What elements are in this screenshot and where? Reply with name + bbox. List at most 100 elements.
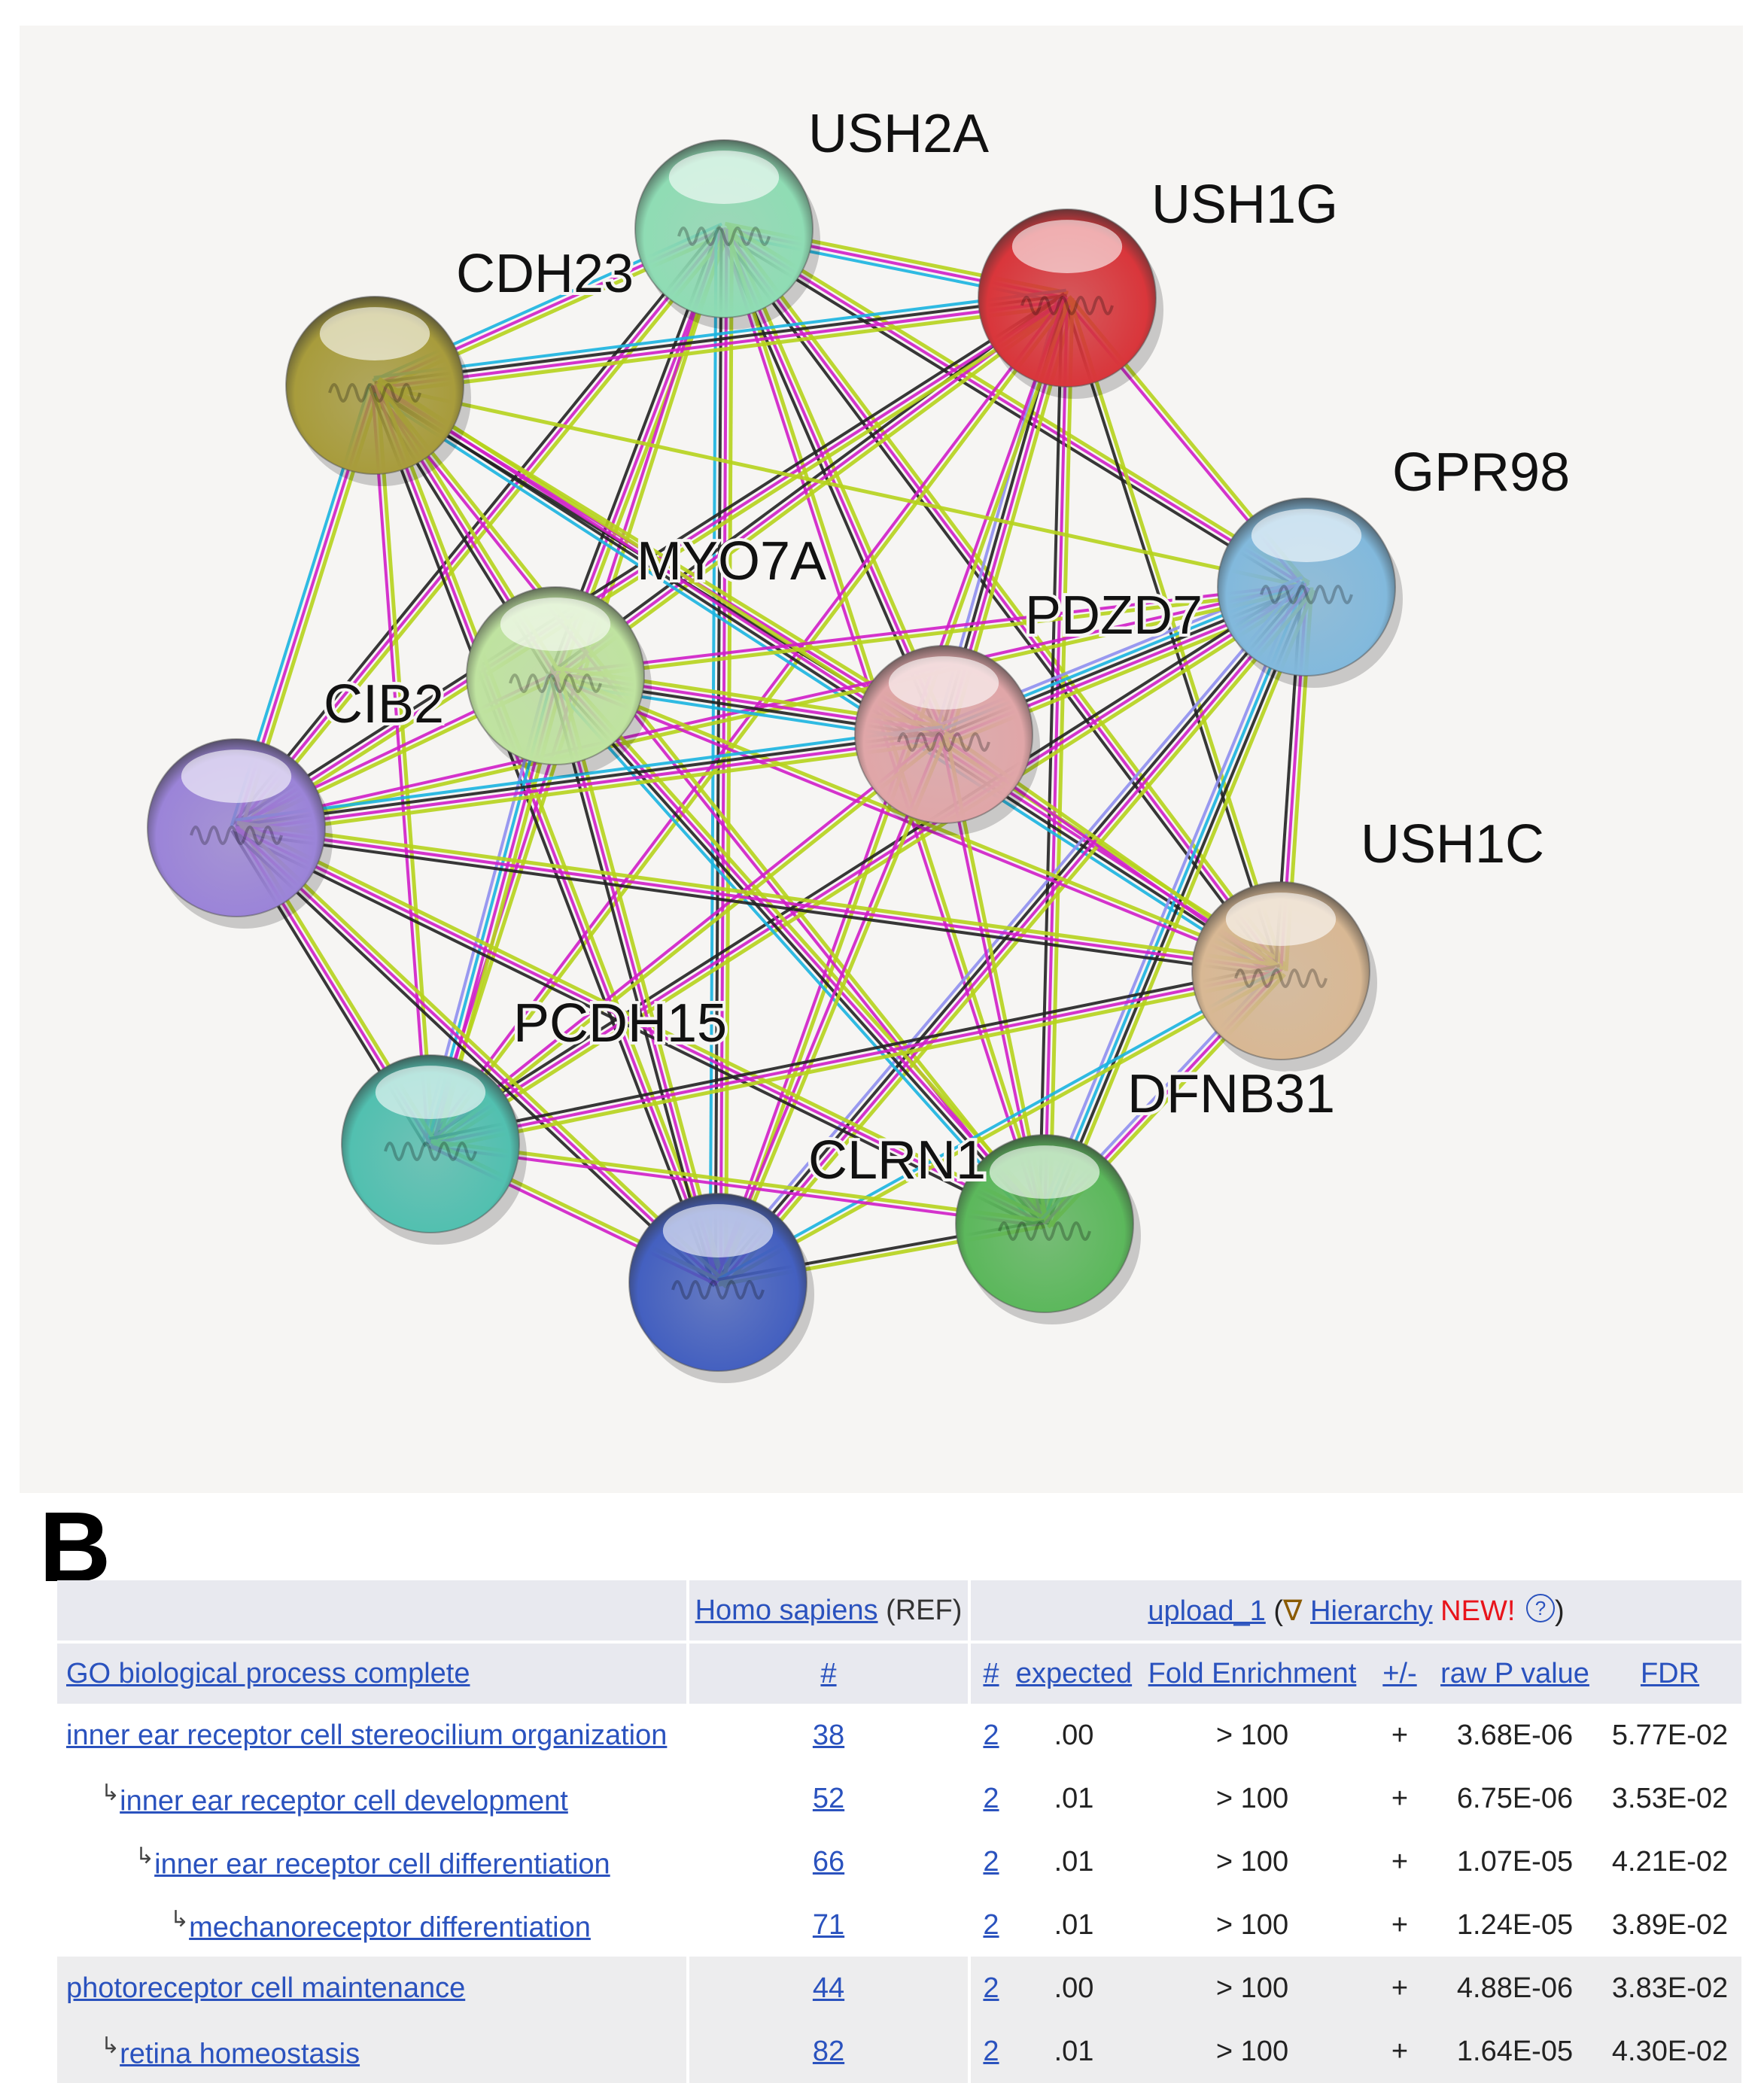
experimental-edge[interactable] <box>236 735 944 832</box>
experimental-edge[interactable] <box>235 227 725 829</box>
node-clrn1[interactable] <box>628 1193 814 1383</box>
sort-upload-count[interactable]: # <box>983 1657 999 1689</box>
upload-count-link[interactable]: 2 <box>983 1908 999 1941</box>
hierarchy-link[interactable]: Hierarchy <box>1310 1595 1433 1627</box>
textmining-edge[interactable] <box>727 226 950 734</box>
coexpression-edge[interactable] <box>429 964 1281 1141</box>
node-ush1g[interactable] <box>978 208 1163 399</box>
coexpression-edge[interactable] <box>1045 587 1311 1226</box>
experimental-edge[interactable] <box>427 295 1066 1144</box>
textmining-edge[interactable] <box>557 300 1072 682</box>
sort-expected[interactable]: expected <box>1015 1657 1133 1689</box>
coexpression-edge[interactable] <box>552 676 1044 1227</box>
textmining-edge[interactable] <box>239 230 730 832</box>
textmining-edge[interactable] <box>238 300 1072 835</box>
coexpression-edge[interactable] <box>231 224 722 826</box>
sort-fdr[interactable]: FDR <box>1640 1657 1700 1689</box>
sort-raw-p[interactable]: raw P value <box>1440 1657 1589 1689</box>
experimental-edge[interactable] <box>722 227 1308 588</box>
sort-fold-enrichment[interactable]: Fold Enrichment <box>1148 1657 1357 1689</box>
textmining-edge[interactable] <box>432 589 1311 1151</box>
node-ush1c[interactable] <box>1191 881 1377 1072</box>
textmining-edge[interactable] <box>559 669 1052 1220</box>
experimental-edge[interactable] <box>429 585 1308 1145</box>
database-edge[interactable] <box>373 288 1066 379</box>
coexpression-edge[interactable] <box>235 831 1281 978</box>
upload-count-link[interactable]: 2 <box>983 1782 999 1814</box>
database-edge[interactable] <box>1040 585 1306 1224</box>
experimental-edge[interactable] <box>719 587 1310 1285</box>
homology-edge[interactable] <box>1036 583 1301 1221</box>
coexpression-edge[interactable] <box>720 232 1305 593</box>
ref-count-link[interactable]: 44 <box>812 1972 845 2004</box>
ref-count-link[interactable]: 38 <box>812 1719 845 1751</box>
textmining-edge[interactable] <box>718 971 1283 1287</box>
sort-go-process[interactable]: GO biological process complete <box>66 1657 470 1689</box>
experimental-edge[interactable] <box>427 731 944 1143</box>
textmining-edge[interactable] <box>375 385 435 1144</box>
textmining-edge[interactable] <box>378 382 725 1282</box>
experimental-edge[interactable] <box>370 385 430 1145</box>
experimental-edge[interactable] <box>373 385 719 1283</box>
experimental-edge[interactable] <box>236 826 1045 1225</box>
node-myo7a[interactable] <box>466 586 652 777</box>
textmining-edge[interactable] <box>1050 589 1316 1227</box>
upload-count-link[interactable]: 2 <box>983 1972 999 2004</box>
textmining-edge[interactable] <box>718 734 948 1285</box>
node-cdh23[interactable] <box>285 296 471 486</box>
experimental-edge[interactable] <box>430 1145 1045 1228</box>
upload-count-link[interactable]: 2 <box>983 1719 999 1751</box>
textmining-edge[interactable] <box>430 1139 1045 1224</box>
coexpression-edge[interactable] <box>718 231 1279 975</box>
coexpression-edge[interactable] <box>1038 297 1064 1224</box>
database-edge[interactable] <box>370 391 1278 979</box>
coexpression-edge[interactable] <box>236 730 944 827</box>
upload-count-link[interactable]: 2 <box>983 2035 999 2067</box>
textmining-edge[interactable] <box>555 671 1283 971</box>
textmining-edge[interactable] <box>236 820 1282 968</box>
upload-link[interactable]: upload_1 <box>1148 1595 1266 1627</box>
coexpression-edge[interactable] <box>231 830 716 1288</box>
textmining-edge[interactable] <box>237 821 1048 1221</box>
textmining-edge[interactable] <box>430 298 1071 1147</box>
database-edge[interactable] <box>716 967 1281 1282</box>
go-term-link[interactable]: inner ear receptor cell stereocilium org… <box>66 1719 668 1751</box>
experimental-edge[interactable] <box>554 296 1069 677</box>
textmining-edge[interactable] <box>555 587 1307 680</box>
textmining-edge[interactable] <box>239 823 723 1280</box>
go-term-link[interactable]: inner ear receptor cell development <box>120 1785 568 1817</box>
textmining-edge[interactable] <box>237 740 945 838</box>
coexpression-edge[interactable] <box>368 386 715 1285</box>
textmining-edge[interactable] <box>376 303 1069 395</box>
textmining-edge[interactable] <box>1048 298 1075 1224</box>
database-edge[interactable] <box>235 725 943 822</box>
experimental-edge[interactable] <box>713 732 943 1282</box>
experimental-edge[interactable] <box>722 228 945 735</box>
experimental-edge[interactable] <box>236 826 1282 972</box>
ref-count-link[interactable]: 82 <box>812 2035 845 2067</box>
experimental-edge[interactable] <box>235 826 719 1284</box>
experimental-edge[interactable] <box>722 227 1282 972</box>
experimental-edge[interactable] <box>555 582 1306 675</box>
coexpression-edge[interactable] <box>427 581 1305 1141</box>
experimental-edge[interactable] <box>553 677 1281 975</box>
upload-count-link[interactable]: 2 <box>983 1845 999 1878</box>
ref-count-link[interactable]: 66 <box>812 1845 845 1878</box>
help-icon[interactable]: ? <box>1525 1593 1555 1622</box>
coexpression-edge[interactable] <box>551 292 1066 673</box>
ref-count-link[interactable]: 71 <box>812 1908 845 1941</box>
node-pdzd7[interactable] <box>854 645 1040 835</box>
node-cib2[interactable] <box>147 738 333 929</box>
ref-count-link[interactable]: 52 <box>812 1782 845 1814</box>
experimental-edge[interactable] <box>430 969 1282 1145</box>
node-ush2a[interactable] <box>634 139 820 330</box>
experimental-edge[interactable] <box>1043 297 1069 1224</box>
hierarchy-triangle-icon[interactable]: ∇ <box>1283 1595 1303 1627</box>
go-term-link[interactable]: inner ear receptor cell differentiation <box>154 1848 610 1881</box>
experimental-edge[interactable] <box>375 299 1068 390</box>
textmining-edge[interactable] <box>374 383 1307 589</box>
textmining-edge[interactable] <box>430 974 1282 1151</box>
coexpression-edge[interactable] <box>233 831 1043 1230</box>
node-dfnb31[interactable] <box>955 1134 1141 1324</box>
sort-ref-count[interactable]: # <box>820 1657 837 1689</box>
